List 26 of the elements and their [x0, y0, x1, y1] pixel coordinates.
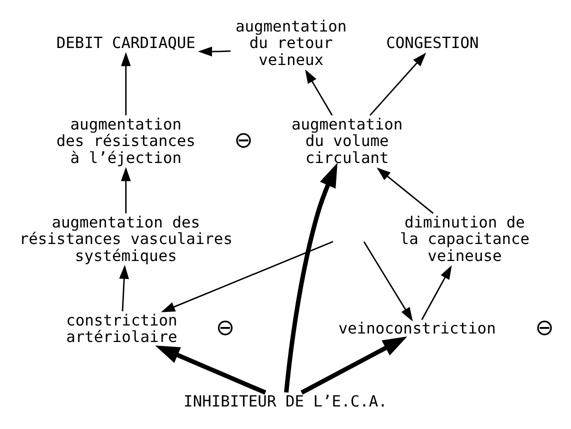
label: ⊖ [216, 314, 235, 341]
label: ⊖ [535, 314, 554, 341]
node-text: CONGESTION [386, 34, 479, 52]
arrow [369, 52, 426, 116]
arrow [155, 345, 266, 394]
arrow [121, 166, 131, 213]
arrow [305, 68, 333, 116]
node-text: augmentation des résistances à l’éjection [56, 114, 196, 166]
node-text: constriction artériolaire [66, 310, 178, 346]
arrow [284, 162, 338, 392]
arrow [363, 240, 413, 321]
node-text: DEBIT CARDIAQUE [56, 34, 196, 52]
arrow [421, 264, 452, 320]
node-text: augmentation du retour veineux [236, 16, 347, 68]
node-text: diminution de la capacitance veineuse [400, 212, 530, 264]
label: ⊖ [234, 127, 253, 154]
arrow [376, 167, 434, 214]
node-text: INHIBITEUR DE L’E.C.A. [184, 392, 388, 410]
arrow [161, 240, 334, 312]
arrow [119, 264, 129, 311]
arrow [121, 52, 131, 115]
node-text: veinoconstriction [338, 319, 496, 338]
node-text: augmentation des résistances vasculaires systémiques [19, 212, 232, 264]
node-text: augmentation du volume circulant [292, 114, 403, 166]
arrow [300, 336, 408, 394]
arrow [198, 46, 231, 56]
